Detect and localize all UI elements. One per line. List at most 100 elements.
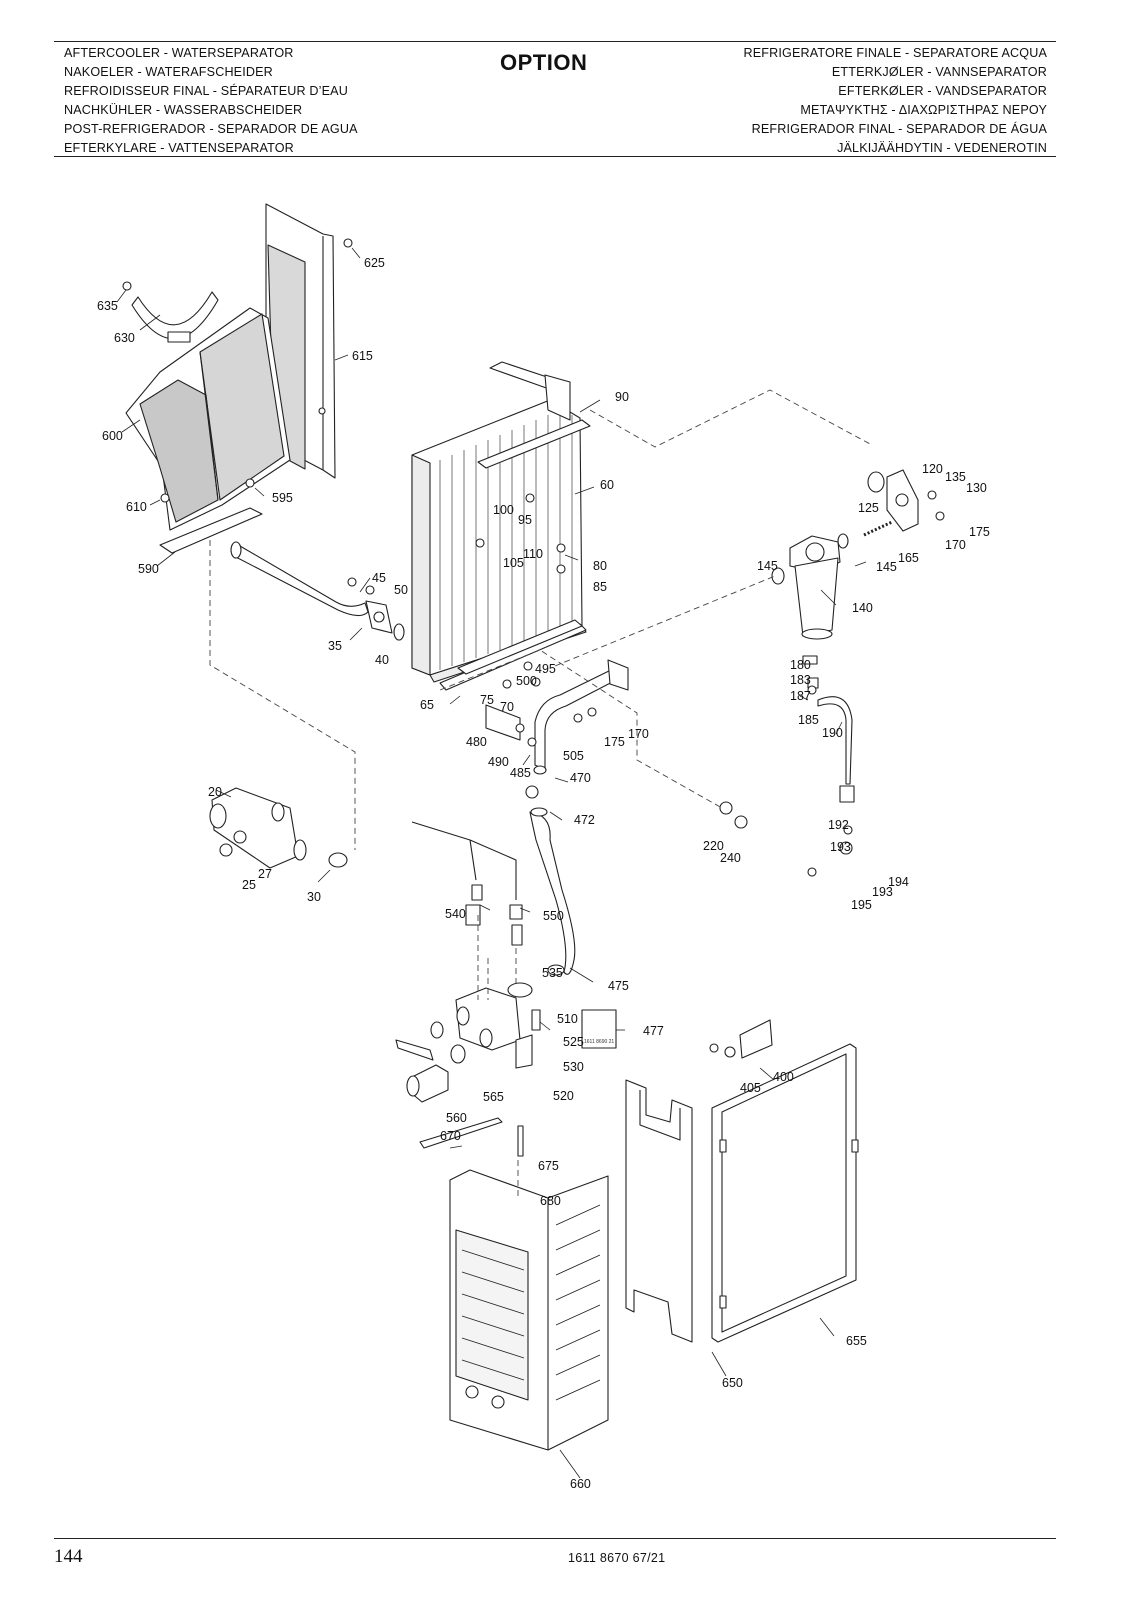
- callout-590: 590: [138, 562, 159, 576]
- callout-655: 655: [846, 1334, 867, 1348]
- callout-175-mid: 175: [604, 735, 625, 749]
- callout-595: 595: [272, 491, 293, 505]
- callout-400: 400: [773, 1070, 794, 1084]
- callout-165: 165: [898, 551, 919, 565]
- callout-500: 500: [516, 674, 537, 688]
- callout-660: 660: [570, 1477, 591, 1491]
- title-line-fi: JÄLKIJÄÄHDYTIN - VEDENEROTIN: [837, 141, 1047, 156]
- callout-30: 30: [307, 890, 321, 904]
- callout-240: 240: [720, 851, 741, 865]
- bracket-400: [724, 1019, 773, 1059]
- assembly-lines: [209, 389, 873, 1198]
- callout-90: 90: [615, 390, 629, 404]
- callout-600: 600: [102, 429, 123, 443]
- header-left-titles: AFTERCOOLER - WATERSEPARATOR NAKOELER - …: [64, 44, 358, 159]
- callout-145-right: 145: [876, 560, 897, 574]
- part-callouts: 625 635 630 615 600 610 595 590 90 60 10…: [97, 256, 990, 1491]
- title-line-pt: REFRIGERADOR FINAL - SEPARADOR DE ÁGUA: [751, 122, 1047, 137]
- callout-35: 35: [328, 639, 342, 653]
- callout-40: 40: [375, 653, 389, 667]
- callout-485: 485: [510, 766, 531, 780]
- callout-135: 135: [945, 470, 966, 484]
- mounting-strips: [439, 619, 587, 691]
- callout-25: 25: [242, 878, 256, 892]
- callout-670: 670: [440, 1129, 461, 1143]
- callout-405: 405: [740, 1081, 761, 1095]
- callout-635: 635: [97, 299, 118, 313]
- title-line-da: EFTERKØLER - VANDSEPARATOR: [838, 84, 1047, 99]
- callout-490: 490: [488, 755, 509, 769]
- ball-valve-560: [395, 1039, 449, 1103]
- callout-85: 85: [593, 580, 607, 594]
- callout-27: 27: [258, 867, 272, 881]
- callout-60: 60: [600, 478, 614, 492]
- door-panel-655: [711, 1043, 859, 1343]
- callout-183: 183: [790, 673, 811, 687]
- sensor-cables: [411, 821, 523, 946]
- label-stamp-477: [581, 1009, 617, 1049]
- callout-480: 480: [466, 735, 487, 749]
- callout-510: 510: [557, 1012, 578, 1026]
- callout-130: 130: [966, 481, 987, 495]
- title-line-it: REFRIGERATORE FINALE - SEPARATORE ACQUA: [743, 46, 1047, 60]
- callout-610: 610: [126, 500, 147, 514]
- callout-520: 520: [553, 1089, 574, 1103]
- callout-650: 650: [722, 1376, 743, 1390]
- callout-140: 140: [852, 601, 873, 615]
- callout-220: 220: [703, 839, 724, 853]
- pipe-35: [230, 541, 405, 641]
- header-bottom-rule: [54, 156, 1056, 157]
- title-line-el: ΜΕΤΑΨΥΚΤΗΣ - ΔΙΑΧΩΡΙΣΤΗΡΑΣ ΝΕΡΟΥ: [800, 103, 1047, 118]
- callout-95: 95: [518, 513, 532, 527]
- water-separator-filter: [771, 469, 919, 640]
- callout-170-mid: 170: [628, 727, 649, 741]
- manifold-pipe-505: [533, 659, 629, 775]
- title-line-nl: NAKOELER - WATERAFSCHEIDER: [64, 65, 273, 80]
- drain-hose-190: [802, 655, 855, 803]
- callout-100: 100: [493, 503, 514, 517]
- callout-120: 120: [922, 462, 943, 476]
- callout-110: 110: [523, 547, 543, 561]
- valve-block-20: [209, 787, 348, 869]
- callout-50: 50: [394, 583, 408, 597]
- side-bracket: [265, 203, 336, 479]
- title-line-sv: EFTERKYLARE - VATTENSEPARATOR: [64, 141, 294, 156]
- seal-strip-670: [419, 1117, 503, 1149]
- label-stamp-text: 1611 8690 21: [584, 1039, 614, 1045]
- callout-565: 565: [483, 1090, 504, 1104]
- callout-615: 615: [352, 349, 373, 363]
- callout-625: 625: [364, 256, 385, 270]
- callout-477: 477: [643, 1024, 664, 1038]
- title-line-no: ETTERKJØLER - VANNSEPARATOR: [831, 65, 1047, 80]
- title-line-fr: REFROIDISSEUR FINAL - SÉPARATEUR D’EAU: [64, 84, 348, 99]
- header-right-titles: REFRIGERATORE FINALE - SEPARATORE ACQUA …: [744, 44, 1048, 159]
- callout-193-lower: 193: [872, 885, 893, 899]
- callout-65: 65: [420, 698, 434, 712]
- side-panel-650: [625, 1079, 693, 1343]
- title-line-en: AFTERCOOLER - WATERSEPARATOR: [64, 46, 294, 60]
- callout-525: 525: [563, 1035, 584, 1049]
- callout-187: 187: [790, 689, 811, 703]
- callout-185: 185: [798, 713, 819, 727]
- hose-475: [529, 807, 576, 976]
- bracket-480: [485, 704, 521, 741]
- title-line-de: NACHKÜHLER - WASSERABSCHEIDER: [64, 103, 303, 118]
- callout-540: 540: [445, 907, 466, 921]
- corner-panel-660: [449, 1169, 609, 1451]
- callout-180: 180: [790, 658, 811, 672]
- duct-cover: [125, 307, 291, 531]
- callout-195: 195: [851, 898, 872, 912]
- callout-170: 170: [945, 538, 966, 552]
- callout-194: 194: [888, 875, 909, 889]
- callout-20: 20: [208, 785, 222, 799]
- callout-630: 630: [114, 331, 135, 345]
- callout-193-upper: 193: [830, 840, 851, 854]
- exploded-parts-diagram: 625 635 630 615 600 610 595 590 90 60 10…: [97, 203, 990, 1491]
- callout-472: 472: [574, 813, 595, 827]
- leader-lines: [116, 247, 867, 1479]
- callout-470: 470: [570, 771, 591, 785]
- drain-block: [430, 982, 541, 1069]
- title-line-es: POST-REFRIGERADOR - SEPARADOR DE AGUA: [64, 122, 358, 137]
- footer-rule: [54, 1538, 1056, 1539]
- fasteners: [122, 238, 945, 1053]
